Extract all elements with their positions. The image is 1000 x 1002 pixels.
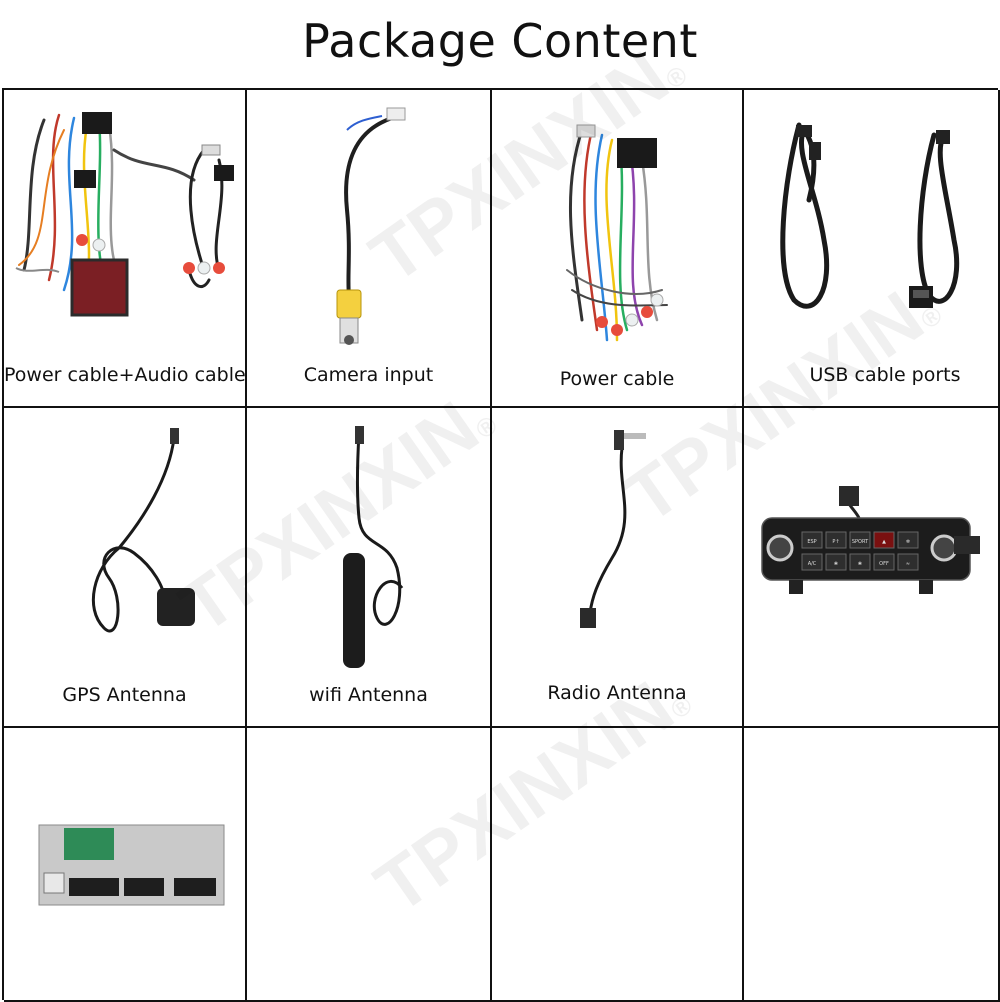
item-label: Camera input xyxy=(303,364,434,386)
panel-button-label: ≈ xyxy=(906,561,910,567)
radio-antenna-image xyxy=(580,430,646,628)
item-power-cable: Power cable xyxy=(492,90,744,408)
item-radio-antenna: Radio Antenna xyxy=(492,408,744,728)
panel-button xyxy=(825,531,847,549)
item-label: Power cable+Audio cable xyxy=(4,364,246,386)
gps-antenna-image xyxy=(91,428,195,633)
panel-button xyxy=(849,531,871,549)
panel-button-label: SPORT xyxy=(852,539,869,545)
panel-button xyxy=(873,531,895,549)
usb-cable-image xyxy=(780,122,960,309)
wifi-antenna-image xyxy=(343,426,404,668)
panel-button-label: A/C xyxy=(808,561,817,567)
panel-button xyxy=(873,553,895,571)
item-usb-cable-ports: USB cable ports xyxy=(744,90,1000,408)
panel-button xyxy=(849,553,871,571)
power-cable-image xyxy=(566,124,668,342)
panel-button-label: OFF xyxy=(879,561,889,567)
item-label: USB cable ports xyxy=(809,364,961,386)
item-label: Power cable xyxy=(559,368,675,390)
camera-input-cable-image xyxy=(336,107,406,345)
item-power-audio-cable: Power cable+Audio cable xyxy=(4,90,247,408)
item-decoder-box xyxy=(4,728,247,1002)
panel-button xyxy=(825,553,847,571)
item-label: wifi Antenna xyxy=(309,684,428,706)
empty-cell xyxy=(247,728,492,1002)
item-camera-input: Camera input xyxy=(247,90,492,408)
item-label: GPS Antenna xyxy=(62,684,187,706)
panel-button-label: ❀ xyxy=(858,561,862,567)
item-gps-antenna: GPS Antenna xyxy=(4,408,247,728)
panel-button xyxy=(801,553,823,571)
item-label: Radio Antenna xyxy=(547,682,687,704)
item-control-panel: ESP P↑ SPORT ▲ ❄ A/C ❀ ❀ OFF ≈ xyxy=(744,408,1000,728)
empty-cell xyxy=(492,728,744,1002)
panel-button xyxy=(897,553,919,571)
panel-button-label: ▲ xyxy=(882,539,886,545)
decoder-box-image xyxy=(38,824,225,906)
package-grid: Power cable+Audio cable Camera input xyxy=(2,88,1000,1002)
panel-button-label: ESP xyxy=(807,539,816,545)
panel-button-label: P↑ xyxy=(832,539,839,545)
panel-button xyxy=(801,531,823,549)
control-panel-image: ESP P↑ SPORT ▲ ❄ A/C ❀ ❀ OFF ≈ xyxy=(761,486,980,594)
panel-button-label: ❀ xyxy=(834,561,838,567)
page-title: Package Content xyxy=(302,14,698,68)
power-audio-cable-image xyxy=(15,112,234,317)
item-wifi-antenna: wifi Antenna xyxy=(247,408,492,728)
empty-cell xyxy=(744,728,1000,1002)
panel-button-label: ❄ xyxy=(906,539,910,545)
panel-button xyxy=(897,531,919,549)
